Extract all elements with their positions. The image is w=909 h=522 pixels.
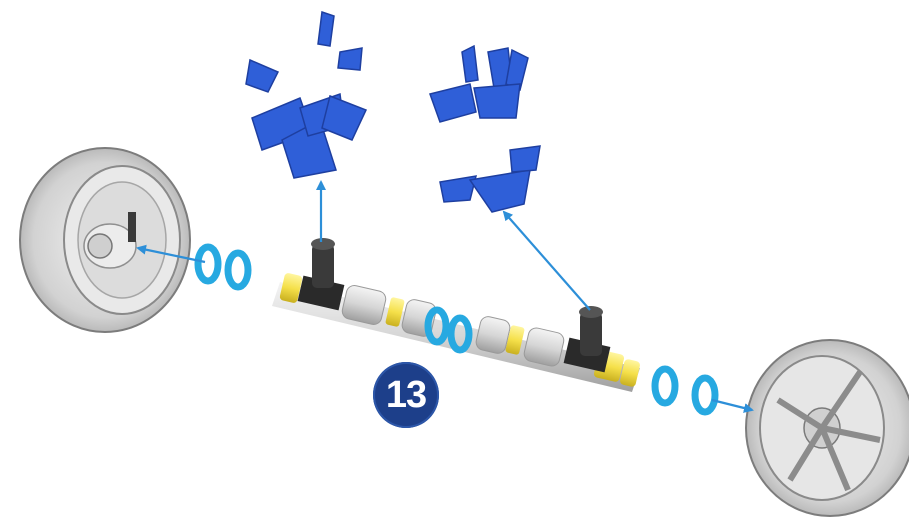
wheel-right (746, 340, 909, 516)
black-end-connector (298, 238, 345, 310)
arrow-right-wheel (712, 400, 752, 410)
black-end-connector (564, 306, 611, 372)
blue-connector-cluster (430, 46, 540, 212)
wheel-left (20, 148, 190, 332)
arrow-right-cluster (504, 212, 590, 310)
step-number-badge: 13 (373, 362, 439, 428)
blue-connector-cluster (246, 12, 366, 178)
